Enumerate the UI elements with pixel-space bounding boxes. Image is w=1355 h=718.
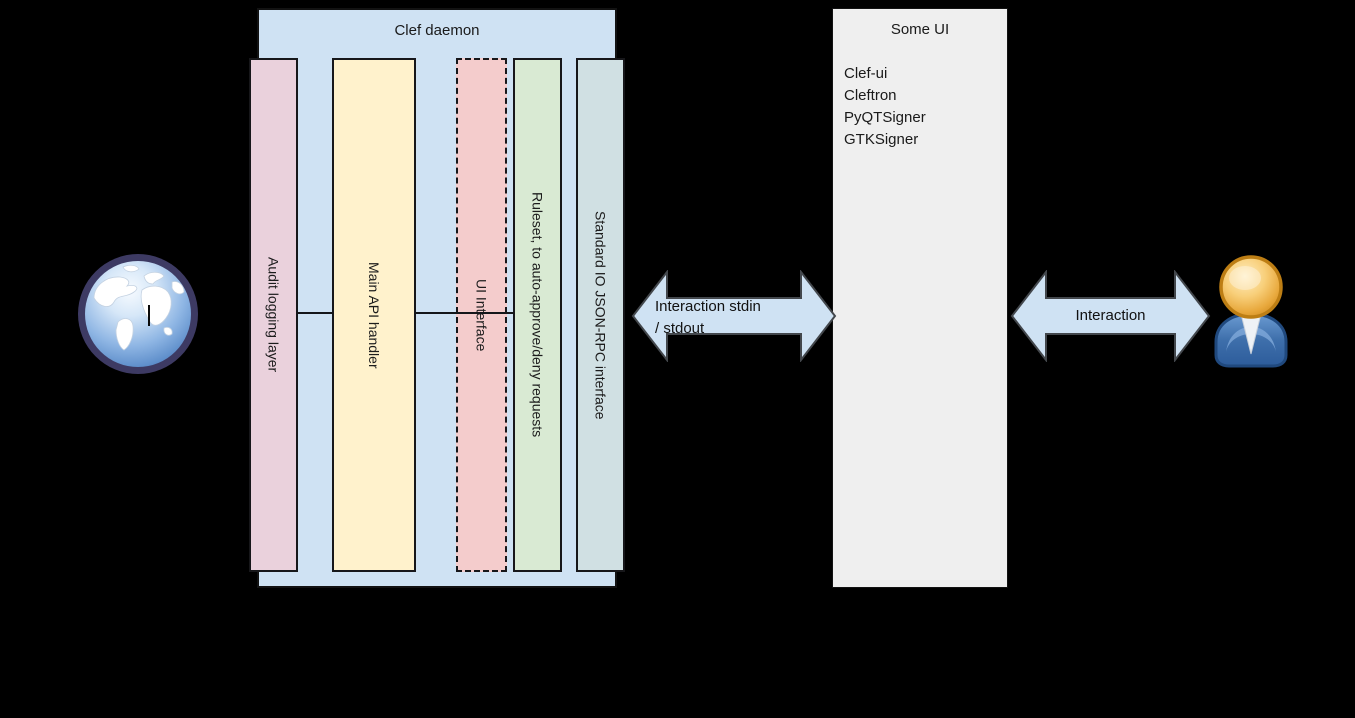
clef-daemon-title: Clef daemon xyxy=(394,22,480,39)
list-item: GTKSigner xyxy=(844,131,919,148)
stdin-stdout-arrow xyxy=(631,270,837,362)
bar-label: UI Interface xyxy=(473,278,490,352)
globe-icon xyxy=(78,254,198,374)
connector-line xyxy=(415,312,514,314)
user-body-highlight xyxy=(1226,326,1276,352)
bar-main-api-handler: Main API handler xyxy=(332,58,416,572)
globe-continents xyxy=(93,264,185,351)
arrow-label-line: / stdout xyxy=(655,320,705,337)
bar-label: Audit logging layer xyxy=(265,257,282,373)
interaction-arrow-label: Interaction xyxy=(1010,270,1211,362)
bar-ruleset: Ruleset, to auto-approve/deny requests xyxy=(513,58,562,572)
bar-stdio-jsonrpc-interface: Standard IO JSON-RPC interface xyxy=(576,58,625,572)
bar-audit-logging-layer: Audit logging layer xyxy=(249,58,298,572)
arrow-label-line: Interaction xyxy=(1075,307,1146,324)
bar-label: Ruleset, to auto-approve/deny requests xyxy=(529,192,546,438)
connector-line xyxy=(297,312,333,314)
globe-connector-line xyxy=(148,305,150,326)
list-item: Clef-ui xyxy=(844,65,888,82)
user-head xyxy=(1219,255,1283,319)
interaction-arrow xyxy=(1010,270,1211,362)
list-item: Cleftron xyxy=(844,87,897,104)
some-ui-box: Some UI Clef-ui Cleftron PyQTSigner GTKS… xyxy=(832,8,1008,588)
bar-label: Standard IO JSON-RPC interface xyxy=(592,210,609,420)
user-icon xyxy=(1214,255,1288,368)
arrow-label-line: Interaction stdin xyxy=(655,298,761,315)
double-arrow-shape xyxy=(1010,270,1211,362)
bar-label: Main API handler xyxy=(366,261,382,369)
stdin-stdout-arrow-label: Interaction stdin / stdout xyxy=(655,296,761,340)
clef-daemon-box: Clef daemon xyxy=(257,8,617,588)
ui-implementations-list: Clef-ui Cleftron PyQTSigner GTKSigner xyxy=(844,63,926,151)
some-ui-title: Some UI xyxy=(890,21,950,38)
globe-ocean xyxy=(85,261,191,367)
user-head-gloss xyxy=(1229,266,1261,290)
bar-ui-interface: UI Interface xyxy=(456,58,507,572)
list-item: PyQTSigner xyxy=(844,109,926,126)
double-arrow-shape xyxy=(631,270,837,362)
